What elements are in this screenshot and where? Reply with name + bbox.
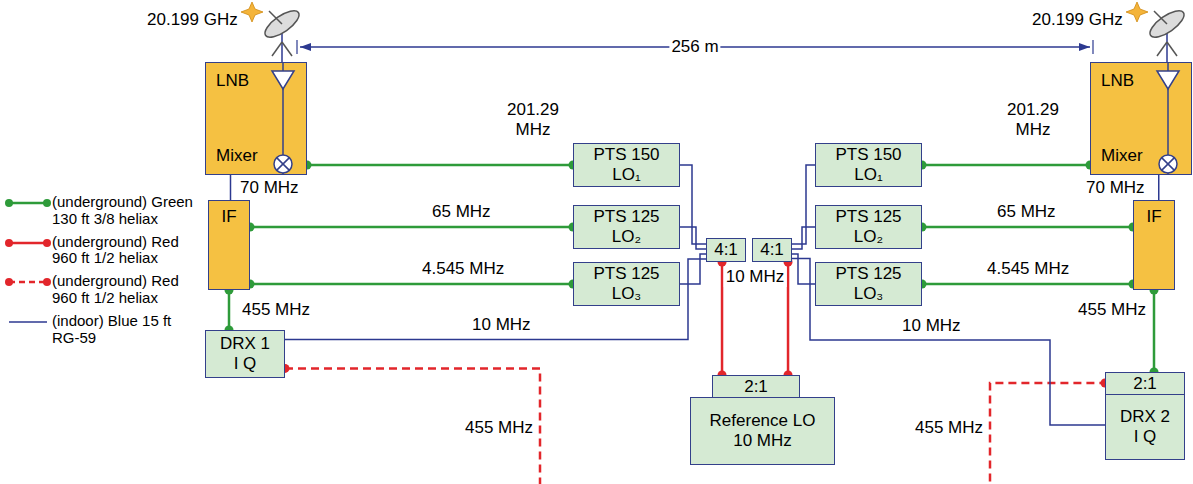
box-label: PTS 150 LO₁	[589, 145, 664, 184]
cable-connector	[1158, 175, 1160, 200]
box-label: DRX 1 I Q	[217, 334, 273, 373]
cable-connector	[228, 290, 231, 330]
process-box: PTS 150 LO₁	[815, 143, 922, 187]
frequency-label: 65 MHz	[995, 202, 1058, 222]
legend-line-sample	[4, 273, 52, 291]
cable-connector	[307, 164, 573, 167]
frequency-label: 4.545 MHz	[985, 259, 1071, 279]
box-label: LNB	[216, 71, 249, 91]
lnb-mixer-box: LNB Mixer	[205, 62, 307, 175]
cable-connector	[922, 283, 1133, 286]
cable-connector	[285, 259, 706, 340]
process-box: PTS 125 LO₃	[815, 262, 922, 306]
cable-connector	[792, 258, 1105, 425]
legend-line-sample	[4, 194, 52, 212]
box-label: Reference LO 10 MHz	[704, 411, 822, 450]
box-label: 2:1	[1133, 374, 1157, 394]
legend-row: (underground) Green 130 ft 3/8 heliax	[4, 194, 202, 228]
legend-row: (underground) Red 960 ft 1/2 heliax	[4, 234, 202, 268]
frequency-label: 10 MHz	[724, 267, 787, 287]
legend-line-sample	[4, 234, 52, 252]
process-box: Reference LO 10 MHz	[690, 397, 835, 465]
if-box: IF	[1133, 200, 1175, 290]
legend-text: (indoor) Blue 15 ft RG-59	[52, 313, 198, 347]
cable-connector	[787, 262, 790, 375]
legend-row: (indoor) Blue 15 ft RG-59	[4, 313, 202, 347]
distance-label: 256 m	[669, 37, 720, 57]
process-box: PTS 125 LO₂	[573, 205, 680, 249]
legend-row: (underground) Red 960 ft 1/2 heliax	[4, 273, 202, 307]
frequency-label: 10 MHz	[470, 315, 533, 335]
cable-connector	[680, 165, 706, 244]
cable-connector	[250, 226, 573, 229]
process-box: PTS 150 LO₁	[573, 143, 680, 187]
cable-connector	[680, 227, 706, 249]
process-box: 2:1	[1105, 372, 1185, 396]
legend-text: (underground) Red 960 ft 1/2 heliax	[52, 273, 198, 307]
legend-text: (underground) Red 960 ft 1/2 heliax	[52, 234, 198, 268]
box-label: 4:1	[714, 240, 738, 260]
process-box: PTS 125 LO₂	[815, 205, 922, 249]
process-box: DRX 1 I Q	[205, 330, 285, 378]
cable-connector	[230, 175, 232, 200]
cable-connector	[285, 368, 1105, 484]
cable-connector	[792, 227, 815, 249]
box-label: 4:1	[760, 240, 784, 260]
box-label: IF	[221, 207, 236, 227]
box-label: PTS 125 LO₃	[589, 264, 664, 303]
cable-connector	[922, 164, 1090, 167]
box-label: PTS 125 LO₃	[831, 264, 906, 303]
frequency-label: 20.199 GHz	[1030, 10, 1125, 30]
if-box: IF	[208, 200, 250, 290]
frequency-label: 70 MHz	[238, 178, 301, 198]
frequency-label: 70 MHz	[1084, 178, 1147, 198]
process-box: 2:1	[712, 375, 800, 399]
box-label: Mixer	[1101, 146, 1143, 166]
frequency-label: 4.545 MHz	[420, 259, 506, 279]
cable-connector	[922, 226, 1133, 229]
cable-connector	[792, 165, 815, 244]
lnb-mixer-box: LNB Mixer	[1090, 62, 1192, 175]
box-label: PTS 125 LO₂	[589, 207, 664, 246]
dish-antenna	[1126, 2, 1188, 62]
frequency-label: 201.29 MHz	[1000, 100, 1066, 139]
process-box: PTS 125 LO₃	[573, 262, 680, 306]
frequency-label: 10 MHz	[900, 316, 963, 336]
cable-connector	[1153, 290, 1156, 372]
legend-line-sample	[4, 313, 52, 331]
frequency-label: 455 MHz	[1076, 300, 1148, 320]
box-label: PTS 150 LO₁	[831, 145, 906, 184]
box-label: IF	[1146, 207, 1161, 227]
box-label: 2:1	[744, 377, 768, 397]
process-box: 4:1	[752, 238, 792, 262]
dish-antenna	[241, 2, 303, 62]
box-label: Mixer	[216, 146, 258, 166]
frequency-label: 455 MHz	[463, 418, 535, 438]
process-box: 4:1	[706, 238, 746, 262]
process-box: DRX 2 I Q	[1105, 394, 1185, 460]
frequency-label: 65 MHz	[430, 202, 493, 222]
cable-connector	[250, 283, 573, 286]
legend-text: (underground) Green 130 ft 3/8 heliax	[52, 194, 198, 228]
box-label: DRX 2 I Q	[1117, 407, 1173, 446]
legend: (underground) Green 130 ft 3/8 heliax (un…	[4, 194, 202, 346]
box-label: LNB	[1101, 71, 1134, 91]
frequency-label: 455 MHz	[240, 300, 312, 320]
frequency-label: 455 MHz	[913, 418, 985, 438]
frequency-label: 201.29 MHz	[500, 100, 566, 139]
box-label: PTS 125 LO₂	[831, 207, 906, 246]
frequency-label: 20.199 GHz	[145, 10, 240, 30]
